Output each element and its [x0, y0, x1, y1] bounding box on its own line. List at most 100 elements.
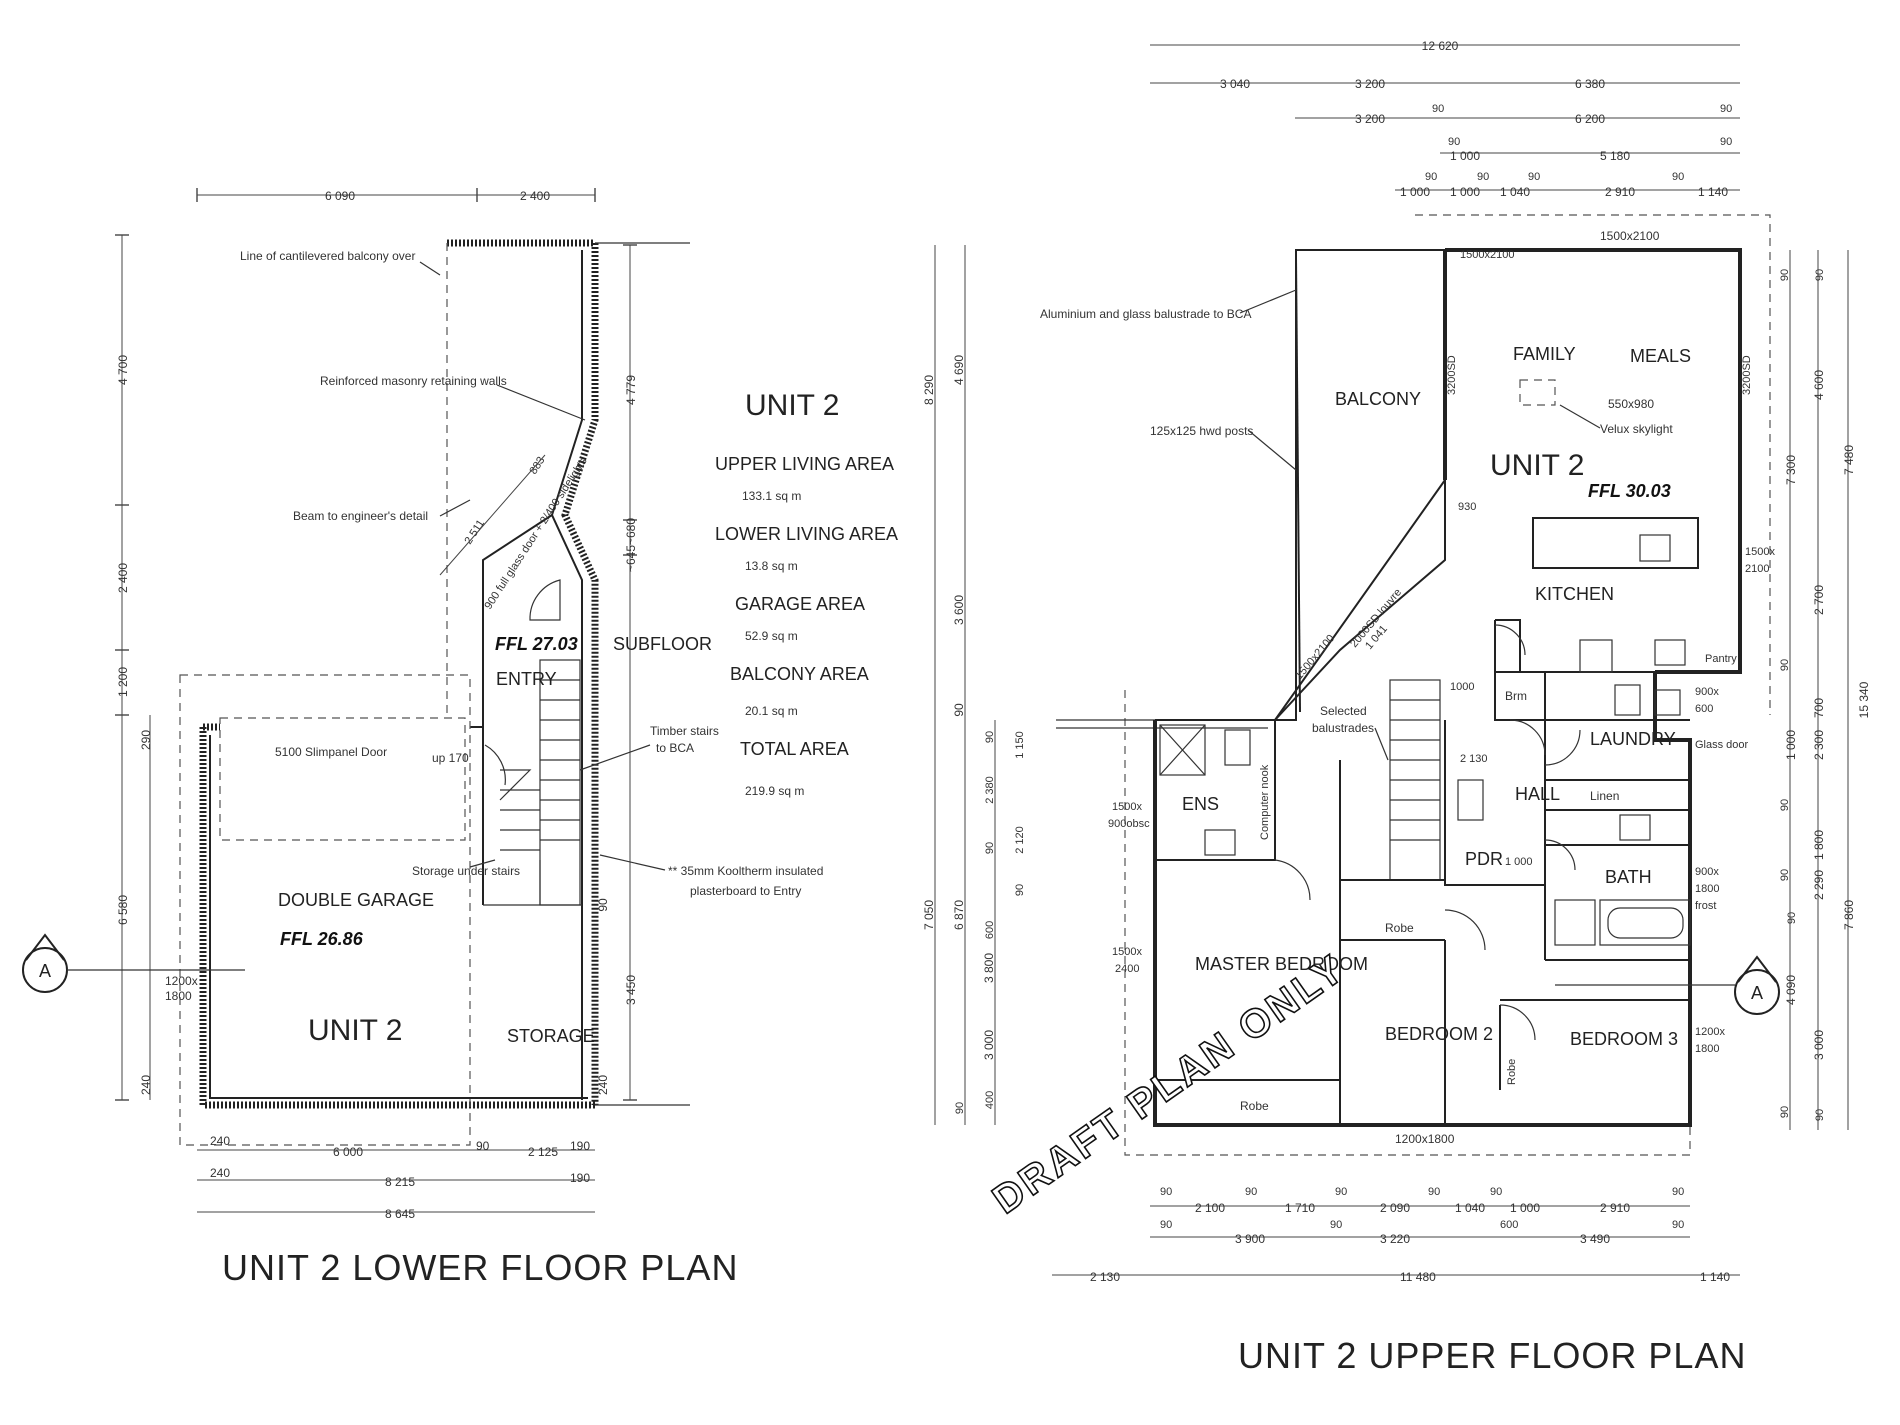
dim-upper-r5-0: 1 000: [1400, 185, 1430, 199]
label-computer-nook: Computer nook: [1259, 764, 1271, 840]
dim-upper-bot-r3-1: 11 480: [1400, 1270, 1436, 1284]
lower-plan-title: UNIT 2 LOWER FLOOR PLAN: [222, 1247, 738, 1288]
upper-left-dims: 8 290 4 690 3 600 90 7 050 90 1 150 2 38…: [922, 245, 1026, 1125]
area-total-label: TOTAL AREA: [740, 739, 849, 759]
dim-upper-right-mid-9: 3 000: [1812, 1030, 1826, 1060]
dim-upper-left-inner-7: 600: [984, 921, 996, 939]
dim-upper-r4-0: 90: [1448, 136, 1460, 148]
dim-upper-left-outer-1: 3 600: [952, 595, 966, 625]
dim-upper-right-mid-6: 2 290: [1812, 870, 1826, 900]
dim-upper-r5-4: 1 040: [1500, 185, 1530, 199]
label-upper-unit: UNIT 2: [1490, 449, 1584, 482]
note-balustrade: Aluminium and glass balustrade to BCA: [1040, 307, 1251, 321]
note-balcony-line: Line of cantilevered balcony over: [240, 249, 415, 263]
dim-upper-bot-r1-5: 2 090: [1380, 1201, 1410, 1215]
note-skylight-2: Velux skylight: [1600, 422, 1673, 436]
dim-upper-right-outer-2: 7 860: [1842, 900, 1856, 930]
note-beam: Beam to engineer's detail: [293, 509, 428, 523]
dim-upper-right-inner-3: 90: [1779, 659, 1791, 671]
dim-upper-bot-r1-7: 1 040: [1455, 1201, 1485, 1215]
dim-upper-right-inner-5: 90: [1779, 869, 1791, 881]
label-balcony: BALCONY: [1335, 389, 1421, 409]
note-stairs-2: to BCA: [656, 741, 694, 755]
dim-upper-1000a: 1000: [1450, 681, 1474, 693]
dim-upper-right-mid-10: 90: [1814, 1109, 1826, 1121]
dim-upper-left-inner-11: 400: [984, 1091, 996, 1109]
dim-upper-bot-r1-3: 1 710: [1285, 1201, 1315, 1215]
label-kitchen: KITCHEN: [1535, 584, 1614, 604]
dim-upper-bot-r2-2: 90: [1330, 1219, 1342, 1231]
note-kooltherm-1: ** 35mm Kooltherm insulated: [668, 864, 823, 878]
dim-upper-r3-3: 90: [1720, 103, 1732, 115]
area-balcony-value: 20.1 sq m: [745, 704, 798, 718]
dim-upper-left-outer-3: 7 050: [922, 900, 936, 930]
dim-lower-top-2: 2 400: [520, 189, 550, 203]
dim-upper-right-inner-4: 90: [1779, 799, 1791, 811]
dim-upper-right-mid-1: 7 300: [1784, 455, 1798, 485]
dim-upper-right-outer-0: 7 480: [1842, 445, 1856, 475]
dim-upper-left-inner-0: 90: [984, 731, 996, 743]
dim-lower-left-4: 6 580: [116, 895, 130, 925]
upper-bottom-dims: 90 2 100 90 1 710 90 2 090 90 1 040 90 1…: [1052, 1186, 1740, 1284]
dim-upper-bot-r1-2: 90: [1245, 1186, 1257, 1198]
dim-lower-bot-240a: 240: [210, 1134, 230, 1148]
window-bed3-2: 1800: [1695, 1043, 1719, 1055]
lower-stairs: [499, 659, 581, 906]
dim-upper-right-inner-0: 90: [1779, 269, 1791, 281]
upper-walls: [1056, 248, 1742, 1127]
dim-upper-r3-2: 6 200: [1575, 112, 1605, 126]
dim-upper-bot-r2-3: 3 220: [1380, 1232, 1410, 1246]
label-hall: HALL: [1515, 784, 1560, 804]
dim-lower-top-1: 6 090: [325, 189, 355, 203]
area-lower-label: LOWER LIVING AREA: [715, 524, 898, 544]
label-lower-window-1: 1200x: [165, 974, 198, 988]
dim-upper-bot-r1-10: 2 910: [1600, 1201, 1630, 1215]
label-pdr: PDR: [1465, 849, 1503, 869]
draft-stamp: DRAFT PLAN ONLY: [985, 946, 1354, 1222]
area-upper-label: UPPER LIVING AREA: [715, 454, 894, 474]
note-skylight-1: 550x980: [1608, 397, 1654, 411]
label-master-bedroom: MASTER BEDROOM: [1195, 954, 1368, 974]
label-brm: Brm: [1505, 689, 1527, 703]
label-linen: Linen: [1590, 789, 1619, 803]
dim-upper-right-inner-2: 1 000: [1784, 730, 1798, 760]
window-upper-top-inline: 1500x2100: [1460, 249, 1514, 261]
label-up: up 170: [432, 751, 469, 765]
area-upper-value: 133.1 sq m: [742, 489, 801, 503]
dim-upper-right-mid-0: 4 600: [1812, 370, 1826, 400]
dim-lower-bot-8645: 8 645: [385, 1207, 415, 1221]
window-master-2: 2400: [1115, 963, 1139, 975]
dim-upper-left-inner-8: 3 800: [982, 953, 996, 983]
dim-upper-right-inner-6: 90: [1779, 1106, 1791, 1118]
dim-lower-bot-90: 90: [476, 1139, 490, 1153]
area-total-value: 219.9 sq m: [745, 784, 804, 798]
dim-lower-left-290: 290: [139, 730, 153, 750]
label-bedroom-3: BEDROOM 3: [1570, 1029, 1678, 1049]
section-marker-upper-label: A: [1751, 983, 1763, 1003]
area-schedule: UNIT 2 UPPER LIVING AREA 133.1 sq m LOWE…: [715, 389, 898, 798]
dim-upper-bot-r2-1: 3 900: [1235, 1232, 1265, 1246]
dim-upper-right-mid-2: 2 700: [1812, 585, 1826, 615]
lower-floor-plan: 6 090 2 400 4 700 2 400 1 200 6 580 290 …: [22, 188, 823, 1288]
note-selected-1: Selected: [1320, 704, 1367, 718]
dim-upper-left-outer-2: 90: [952, 703, 966, 717]
dim-upper-r3-0: 3 200: [1355, 112, 1385, 126]
dim-upper-r5-7: 90: [1672, 171, 1684, 183]
dim-upper-left-outer-0: 4 690: [952, 355, 966, 385]
dim-upper-bot-r1-9: 1 000: [1510, 1201, 1540, 1215]
window-upper-right2-1: 1500x: [1745, 546, 1775, 558]
window-master-1: 1500x: [1112, 946, 1142, 958]
ffl-garage: FFL 26.86: [280, 929, 364, 949]
dim-lower-right-90: 90: [596, 898, 610, 912]
label-lower-unit: UNIT 2: [308, 1014, 402, 1047]
dim-upper-right-inner-1: 90: [1814, 269, 1826, 281]
window-ens-1: 1500x: [1112, 801, 1142, 813]
dim-upper-r4-2: 5 180: [1600, 149, 1630, 163]
label-garage-door: 5100 Slimpanel Door: [275, 745, 387, 759]
entry-door-swing: [529, 579, 561, 621]
label-subfloor: SUBFLOOR: [613, 634, 712, 654]
dim-upper-1000b: 1 000: [1505, 856, 1533, 868]
label-bedroom-2: BEDROOM 2: [1385, 1024, 1493, 1044]
dim-lower-bot-2125: 2 125: [528, 1145, 558, 1159]
dim-upper-r5-6: 2 910: [1605, 185, 1635, 199]
